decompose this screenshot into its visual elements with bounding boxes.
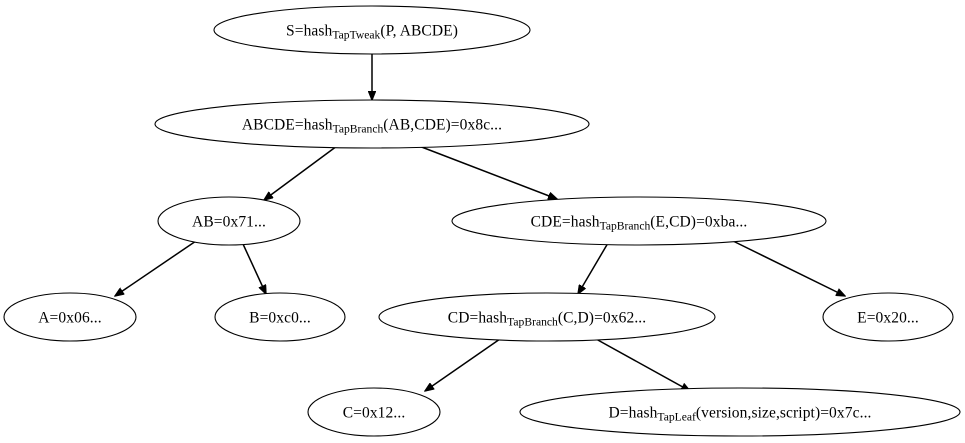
- node-label-prefix: S=hash: [286, 22, 333, 40]
- node-label-prefix: ABCDE=hash: [241, 116, 333, 134]
- node-ellipse-ab[interactable]: [157, 196, 301, 246]
- edges-layer: [115, 54, 845, 391]
- node-label-cde: CDE=hashTapBranch(E,CD)=0xba...: [530, 213, 748, 233]
- node-label-d: D=hashTapLeaf(version,size,script)=0x7c.…: [608, 404, 872, 424]
- node-ellipse-b[interactable]: [214, 292, 346, 342]
- node-label-prefix: AB=0x71...: [192, 213, 266, 231]
- node-label-c: C=0x12...: [343, 405, 406, 421]
- node-label-prefix: E=0x20...: [857, 309, 919, 327]
- node-label-suffix: (E,CD)=0xba...: [650, 213, 748, 231]
- edge-abcde-to-ab: [264, 145, 338, 200]
- node-label-s: S=hashTapTweak(P, ABCDE): [286, 22, 458, 42]
- node-label-a: A=0x06...: [38, 310, 101, 326]
- node-label-subscript: TapLeaf: [657, 410, 696, 424]
- node-label-suffix: (version,size,script)=0x7c...: [695, 404, 872, 422]
- edge-ab-to-a: [115, 240, 197, 296]
- node-ellipse-d[interactable]: [519, 387, 961, 437]
- node-label-suffix: (AB,CDE)=0x8c...: [383, 116, 503, 134]
- edge-cd-to-c: [425, 338, 501, 391]
- node-label-e: E=0x20...: [857, 310, 919, 326]
- node-label-prefix: CD=hash: [447, 309, 508, 327]
- node-label-subscript: TapTweak: [332, 28, 381, 42]
- node-ellipse-cde[interactable]: [451, 196, 827, 246]
- node-label-ab: AB=0x71...: [192, 214, 266, 230]
- edge-cde-to-e: [732, 240, 845, 296]
- node-label-subscript: TapBranch: [332, 122, 384, 136]
- node-label-subscript: TapBranch: [507, 315, 558, 329]
- node-ellipse-c[interactable]: [307, 387, 441, 437]
- node-label-prefix: CDE=hash: [530, 213, 600, 231]
- node-label-cd: CD=hashTapBranch(C,D)=0x62...: [447, 309, 647, 329]
- node-label-suffix: (P, ABCDE): [380, 22, 458, 40]
- node-ellipse-s[interactable]: [213, 5, 531, 55]
- node-label-suffix: (C,D)=0x62...: [557, 309, 647, 327]
- edge-cd-to-d: [595, 338, 690, 391]
- node-label-subscript: TapBranch: [599, 219, 651, 233]
- node-label-b: B=0xc0...: [249, 310, 311, 326]
- edge-ab-to-b: [242, 243, 266, 294]
- node-ellipse-e[interactable]: [822, 292, 954, 342]
- node-label-prefix: B=0xc0...: [249, 309, 311, 327]
- edge-cde-to-cd: [578, 242, 609, 294]
- node-ellipse-cd[interactable]: [378, 292, 716, 342]
- node-ellipse-abcde[interactable]: [154, 99, 590, 149]
- node-label-prefix: C=0x12...: [342, 404, 406, 422]
- node-label-abcde: ABCDE=hashTapBranch(AB,CDE)=0x8c...: [241, 116, 503, 136]
- node-ellipse-a[interactable]: [3, 292, 137, 342]
- nodes-layer: [3, 5, 961, 437]
- node-label-prefix: A=0x06...: [38, 309, 102, 327]
- edge-abcde-to-cde: [418, 145, 557, 199]
- node-label-prefix: D=hash: [608, 404, 658, 422]
